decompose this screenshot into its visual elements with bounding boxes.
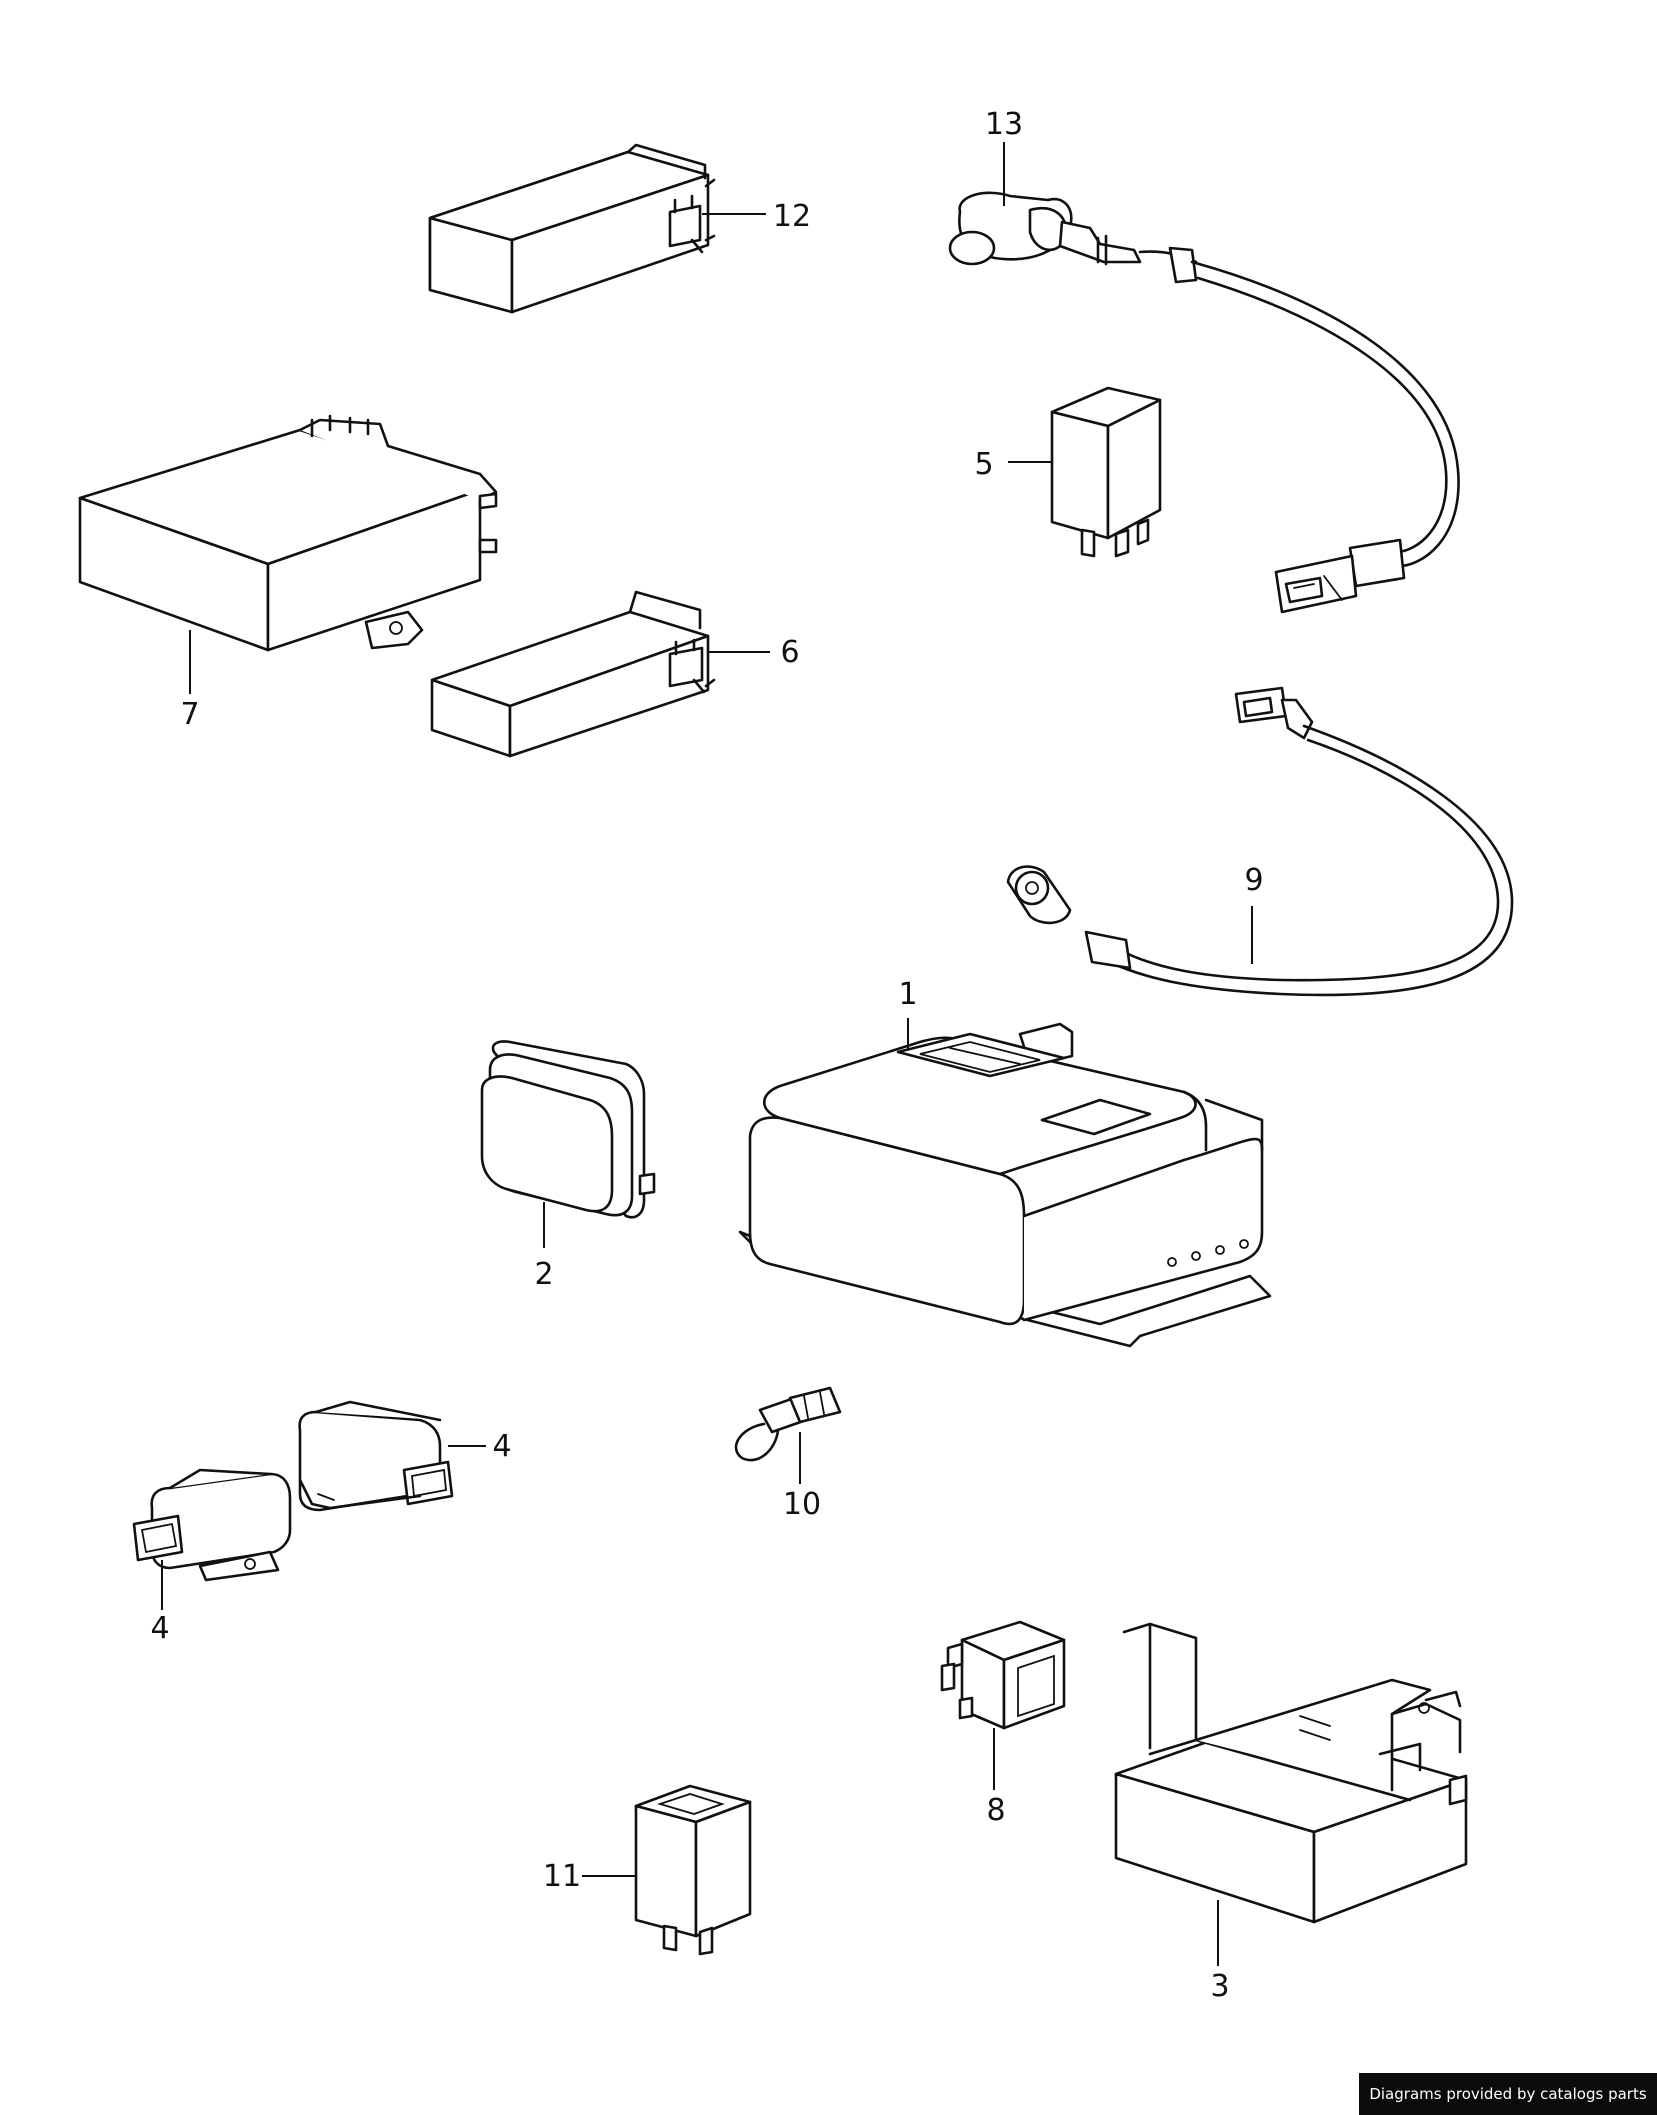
part-6-relay-box[interactable] bbox=[430, 590, 716, 758]
callout-3: 3 bbox=[1210, 1969, 1229, 2004]
callout-6: 6 bbox=[780, 635, 799, 670]
credit-banner: Diagrams provided by catalogs parts bbox=[1359, 2073, 1657, 2115]
part-1-engine-control-unit[interactable] bbox=[738, 1022, 1272, 1348]
leader-lines bbox=[161, 142, 1253, 1966]
part-4-relay-lower[interactable] bbox=[132, 1468, 292, 1582]
part-7-control-unit[interactable] bbox=[78, 414, 498, 652]
part-5-relay[interactable] bbox=[1050, 386, 1162, 558]
callout-9: 9 bbox=[1244, 863, 1263, 898]
callout-10: 10 bbox=[783, 1487, 821, 1522]
part-12-relay-box[interactable] bbox=[428, 143, 716, 314]
callout-4-lower: 4 bbox=[150, 1611, 169, 1646]
part-11-relay[interactable] bbox=[634, 1784, 752, 1956]
part-8-relay[interactable] bbox=[940, 1620, 1066, 1730]
part-9-knock-sensor-cable[interactable] bbox=[1006, 686, 1514, 997]
callout-11: 11 bbox=[543, 1859, 581, 1894]
part-10-connector-plug[interactable] bbox=[734, 1386, 842, 1462]
part-2-switch[interactable] bbox=[480, 1040, 656, 1219]
part-3-control-unit-bracket[interactable] bbox=[1114, 1622, 1468, 1924]
callout-2: 2 bbox=[534, 1257, 553, 1292]
callout-4-upper: 4 bbox=[492, 1429, 511, 1464]
callout-13: 13 bbox=[985, 107, 1023, 142]
callout-5: 5 bbox=[974, 447, 993, 482]
part-13-sensor-cable[interactable] bbox=[948, 191, 1460, 614]
part-4-relay-upper[interactable] bbox=[298, 1400, 454, 1512]
callout-8: 8 bbox=[986, 1793, 1005, 1828]
callout-12: 12 bbox=[773, 199, 811, 234]
callout-1: 1 bbox=[898, 977, 917, 1012]
callout-7: 7 bbox=[180, 697, 199, 732]
